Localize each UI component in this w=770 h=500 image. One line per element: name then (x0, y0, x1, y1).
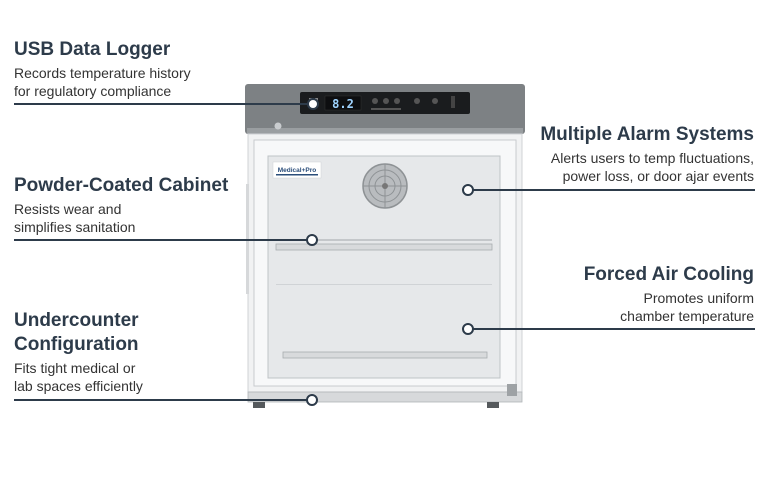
button-icon (394, 98, 400, 104)
brand-logo-text: Medical+Pro (278, 167, 317, 174)
feature-forced-air-cooling: Forced Air Cooling Promotes uniform chamb… (584, 263, 754, 325)
desc-line: chamber temperature (620, 308, 754, 324)
feature-description: Alerts users to temp fluctuations, power … (540, 149, 754, 185)
feature-title: Forced Air Cooling (583, 264, 754, 285)
feature-description: Promotes uniform chamber temperature (584, 289, 754, 325)
button-icon (432, 98, 438, 104)
display-reading: 8.2 (332, 97, 354, 111)
button-icon (383, 98, 389, 104)
desc-line: Alerts users to temp fluctuations, (550, 150, 754, 166)
feature-title: Multiple Alarm Systems (540, 124, 754, 145)
feature-multiple-alarm-systems: Multiple Alarm Systems Alerts users to t… (540, 123, 754, 185)
callout-dot-alarm (462, 184, 474, 196)
feature-description: Fits tight medical or lab spaces efficien… (14, 359, 143, 395)
desc-line: Resists wear and (14, 201, 122, 217)
lock-icon (274, 122, 282, 130)
callout-dot-undercounter (306, 394, 318, 406)
feature-description: Resists wear and simplifies sanitation (14, 200, 228, 236)
title-line: Undercounter (14, 310, 139, 331)
callout-dot-usb (307, 98, 319, 110)
feature-description: Records temperature history for regulator… (14, 64, 191, 100)
callout-line-usb (14, 103, 314, 105)
callout-dot-cooling (462, 323, 474, 335)
feature-powder-coated-cabinet: Powder-Coated Cabinet Resists wear and si… (14, 174, 228, 236)
desc-line: Records temperature history (14, 65, 191, 81)
callout-line-alarm (470, 189, 755, 191)
callout-dot-powder (306, 234, 318, 246)
button-icon (372, 98, 378, 104)
usb-port (451, 96, 455, 108)
button-icon (414, 98, 420, 104)
desc-line: lab spaces efficiently (14, 378, 143, 394)
feature-usb-data-logger: USB Data Logger Records temperature hist… (14, 38, 191, 100)
base-kickplate (247, 391, 523, 403)
wire-shelf (282, 351, 488, 359)
desc-line: simplifies sanitation (14, 219, 136, 235)
desc-line: for regulatory compliance (14, 83, 172, 99)
desc-line: power loss, or door ajar events (562, 168, 754, 184)
callout-line-undercounter (14, 399, 311, 401)
refrigerator-illustration: 8.2 Medical+Pro (245, 84, 525, 408)
callout-line-powder (14, 239, 311, 241)
desc-line: Fits tight medical or (14, 360, 136, 376)
callout-line-cooling (470, 328, 755, 330)
wire-shelf (275, 243, 493, 251)
feature-title: USB Data Logger (14, 39, 171, 60)
led-display (324, 95, 362, 111)
title-line: Configuration (14, 334, 139, 355)
feature-title: Powder-Coated Cabinet (14, 175, 229, 196)
desc-line: Promotes uniform (643, 290, 754, 306)
